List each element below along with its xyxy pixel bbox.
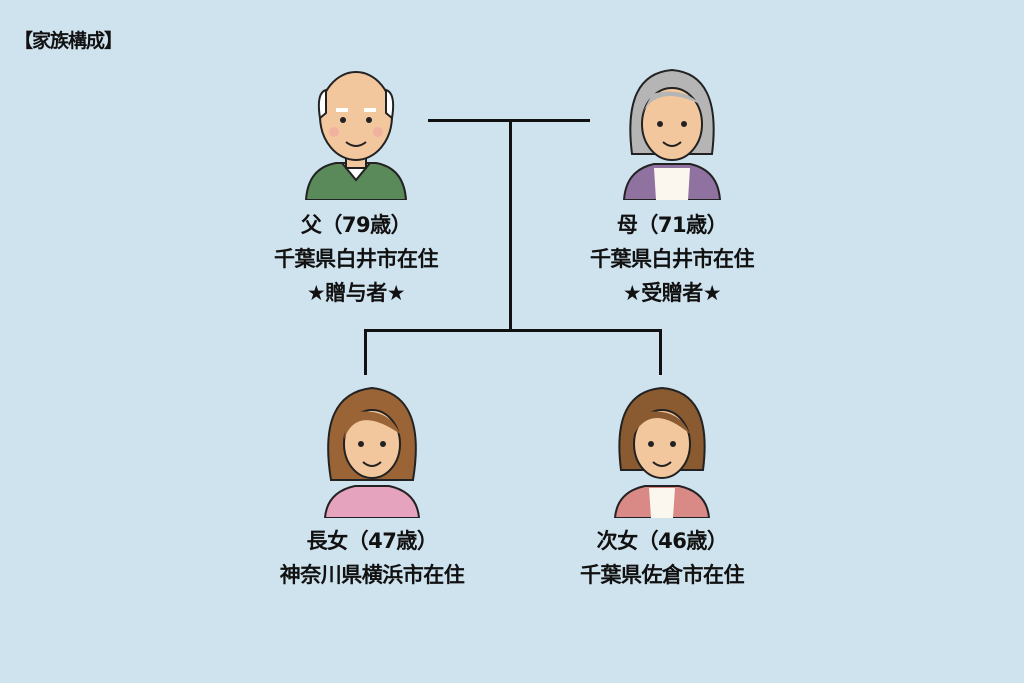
father-residence: 千葉県白井市在住 xyxy=(274,247,439,271)
second-daughter-residence: 千葉県佐倉市在住 xyxy=(580,563,745,587)
diagram-title: 【家族構成】 xyxy=(14,30,123,52)
woman-avatar xyxy=(323,386,421,518)
elderly-woman-avatar xyxy=(622,68,722,200)
woman-avatar xyxy=(613,386,711,518)
father-role-age: 父（79歳） xyxy=(300,213,412,237)
child-2-connector xyxy=(659,329,662,375)
mother-residence: 千葉県白井市在住 xyxy=(590,247,755,271)
mother-note: ★受贈者★ xyxy=(622,281,722,305)
eldest-daughter-residence: 神奈川県横浜市在住 xyxy=(279,563,465,587)
children-line xyxy=(364,329,662,332)
elderly-man-avatar xyxy=(304,71,408,200)
child-1-connector xyxy=(364,329,367,375)
mother-role-age: 母（71歳） xyxy=(616,213,728,237)
member-father: 父（79歳） 千葉県白井市在住 ★贈与者★ xyxy=(236,68,476,310)
descent-line xyxy=(509,119,512,331)
member-second-daughter: 次女（46歳） 千葉県佐倉市在住 xyxy=(542,384,782,592)
member-eldest-daughter: 長女（47歳） 神奈川県横浜市在住 xyxy=(252,384,492,592)
eldest-daughter-role-age: 長女（47歳） xyxy=(306,529,438,553)
second-daughter-role-age: 次女（46歳） xyxy=(596,529,728,553)
member-mother: 母（71歳） 千葉県白井市在住 ★受贈者★ xyxy=(552,64,792,310)
father-note: ★贈与者★ xyxy=(306,281,406,305)
